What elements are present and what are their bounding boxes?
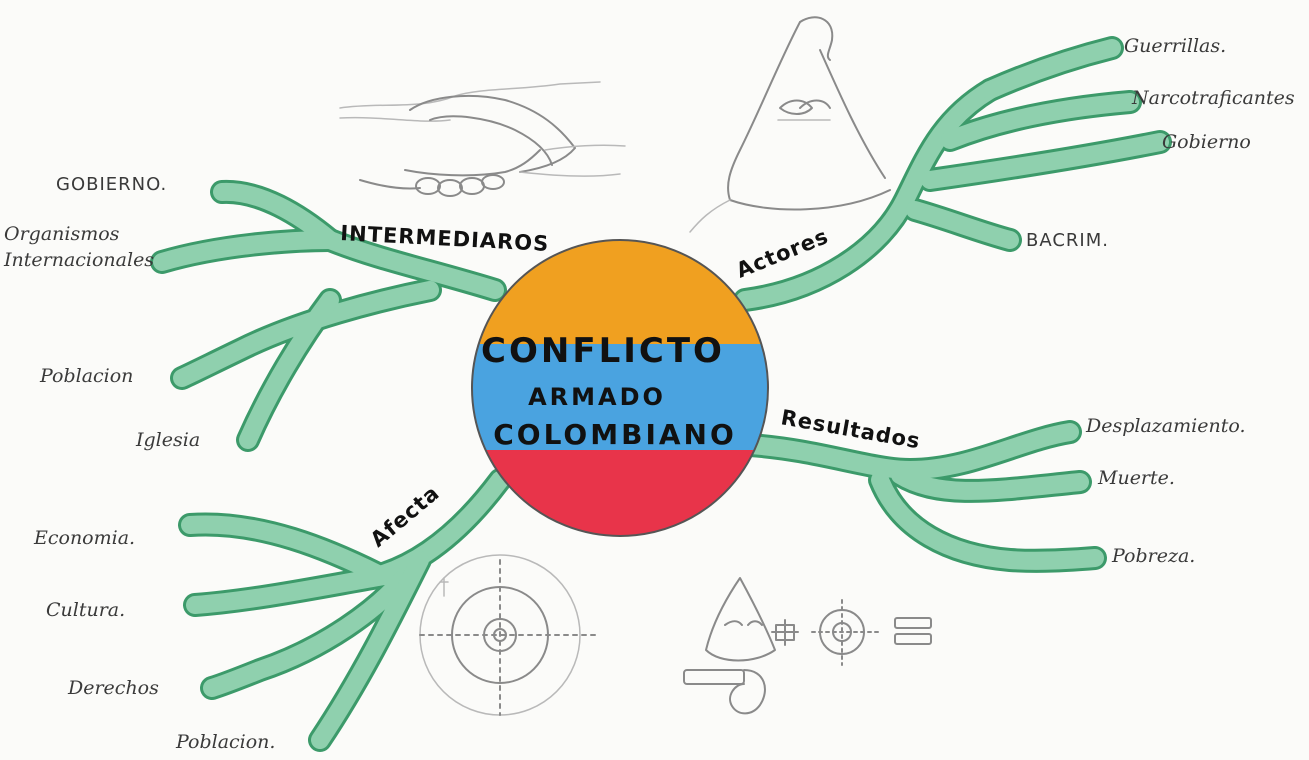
leaf-cultura: Cultura.	[46, 599, 125, 621]
leaf-pobreza: Pobreza.	[1111, 545, 1195, 567]
equation-sketch	[683, 577, 932, 715]
center-line-2: ARMADO	[528, 383, 666, 411]
leaf-bacrim: BACRIM.	[1026, 230, 1109, 251]
leaf-desplazamiento: Desplazamiento.	[1085, 415, 1246, 437]
branch-actores	[733, 36, 1172, 312]
leaf-muerte: Muerte.	[1097, 467, 1175, 489]
crosshair-target-sketch	[419, 554, 596, 716]
branch-afecta	[178, 468, 512, 752]
hooded-figure-sketch	[689, 16, 891, 233]
leaf-poblacion-left: Poblacion	[39, 365, 133, 387]
leaf-derechos: Derechos	[67, 677, 159, 699]
center-line-1: CONFLICTO	[481, 331, 725, 371]
flag-red-band	[472, 450, 768, 536]
leaf-guerrillas: Guerrillas.	[1124, 35, 1226, 57]
leaf-narcotraficantes: Narcotraficantes	[1131, 87, 1295, 109]
central-node: CONFLICTO ARMADO COLOMBIANO	[471, 239, 769, 537]
branch-intermediarios	[150, 179, 507, 452]
handshake-sketch	[339, 81, 626, 197]
leaf-poblacion-bottom: Poblacion.	[175, 731, 275, 753]
leaf-organismos: Organismos	[4, 223, 120, 245]
leaf-gobierno-left: GOBIERNO.	[56, 174, 167, 195]
leaf-internacionales: Internacionales	[3, 249, 154, 271]
center-line-3: COLOMBIANO	[493, 418, 737, 451]
flag-blue-band	[472, 344, 768, 454]
leaf-gobierno-right: Gobierno	[1162, 131, 1251, 153]
leaf-iglesia: Iglesia	[135, 429, 200, 451]
branch-resultados	[738, 420, 1107, 573]
leaf-economia: Economia.	[33, 527, 135, 549]
